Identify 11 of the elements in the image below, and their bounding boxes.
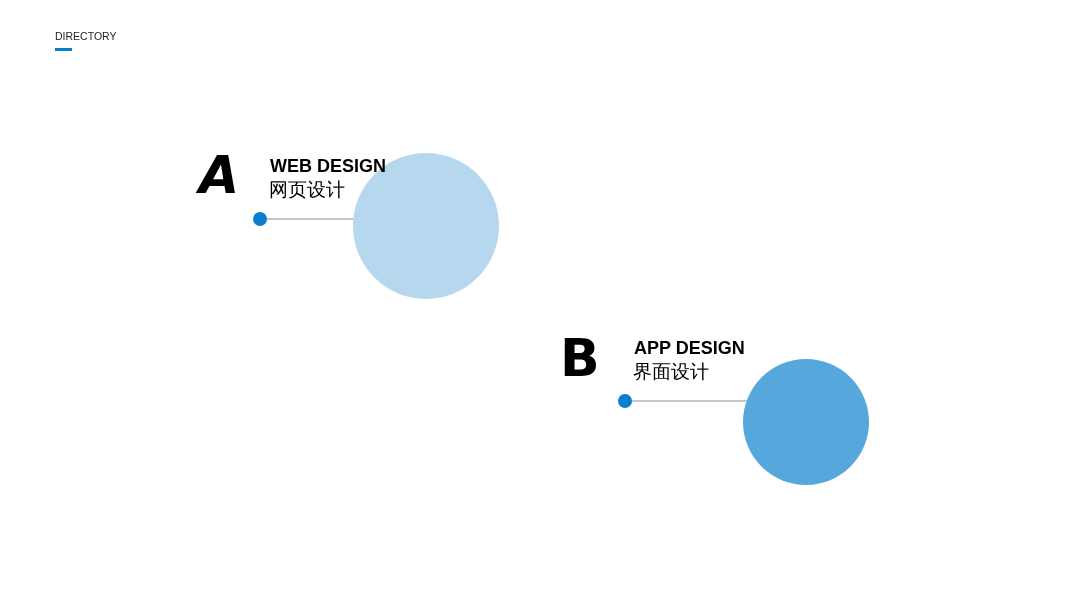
title: DIRECTORY bbox=[55, 31, 117, 42]
section-subtitle: 界面设计 bbox=[633, 362, 709, 381]
section-letter: B bbox=[560, 332, 600, 384]
connector-line bbox=[631, 400, 748, 402]
bullet-dot bbox=[618, 394, 632, 408]
section-heading: WEB DESIGN bbox=[270, 157, 386, 175]
connector-line bbox=[266, 218, 354, 220]
section-heading: APP DESIGN bbox=[634, 339, 745, 357]
large-circle bbox=[743, 359, 869, 485]
section-subtitle: 网页设计 bbox=[269, 180, 345, 199]
bullet-dot bbox=[253, 212, 267, 226]
